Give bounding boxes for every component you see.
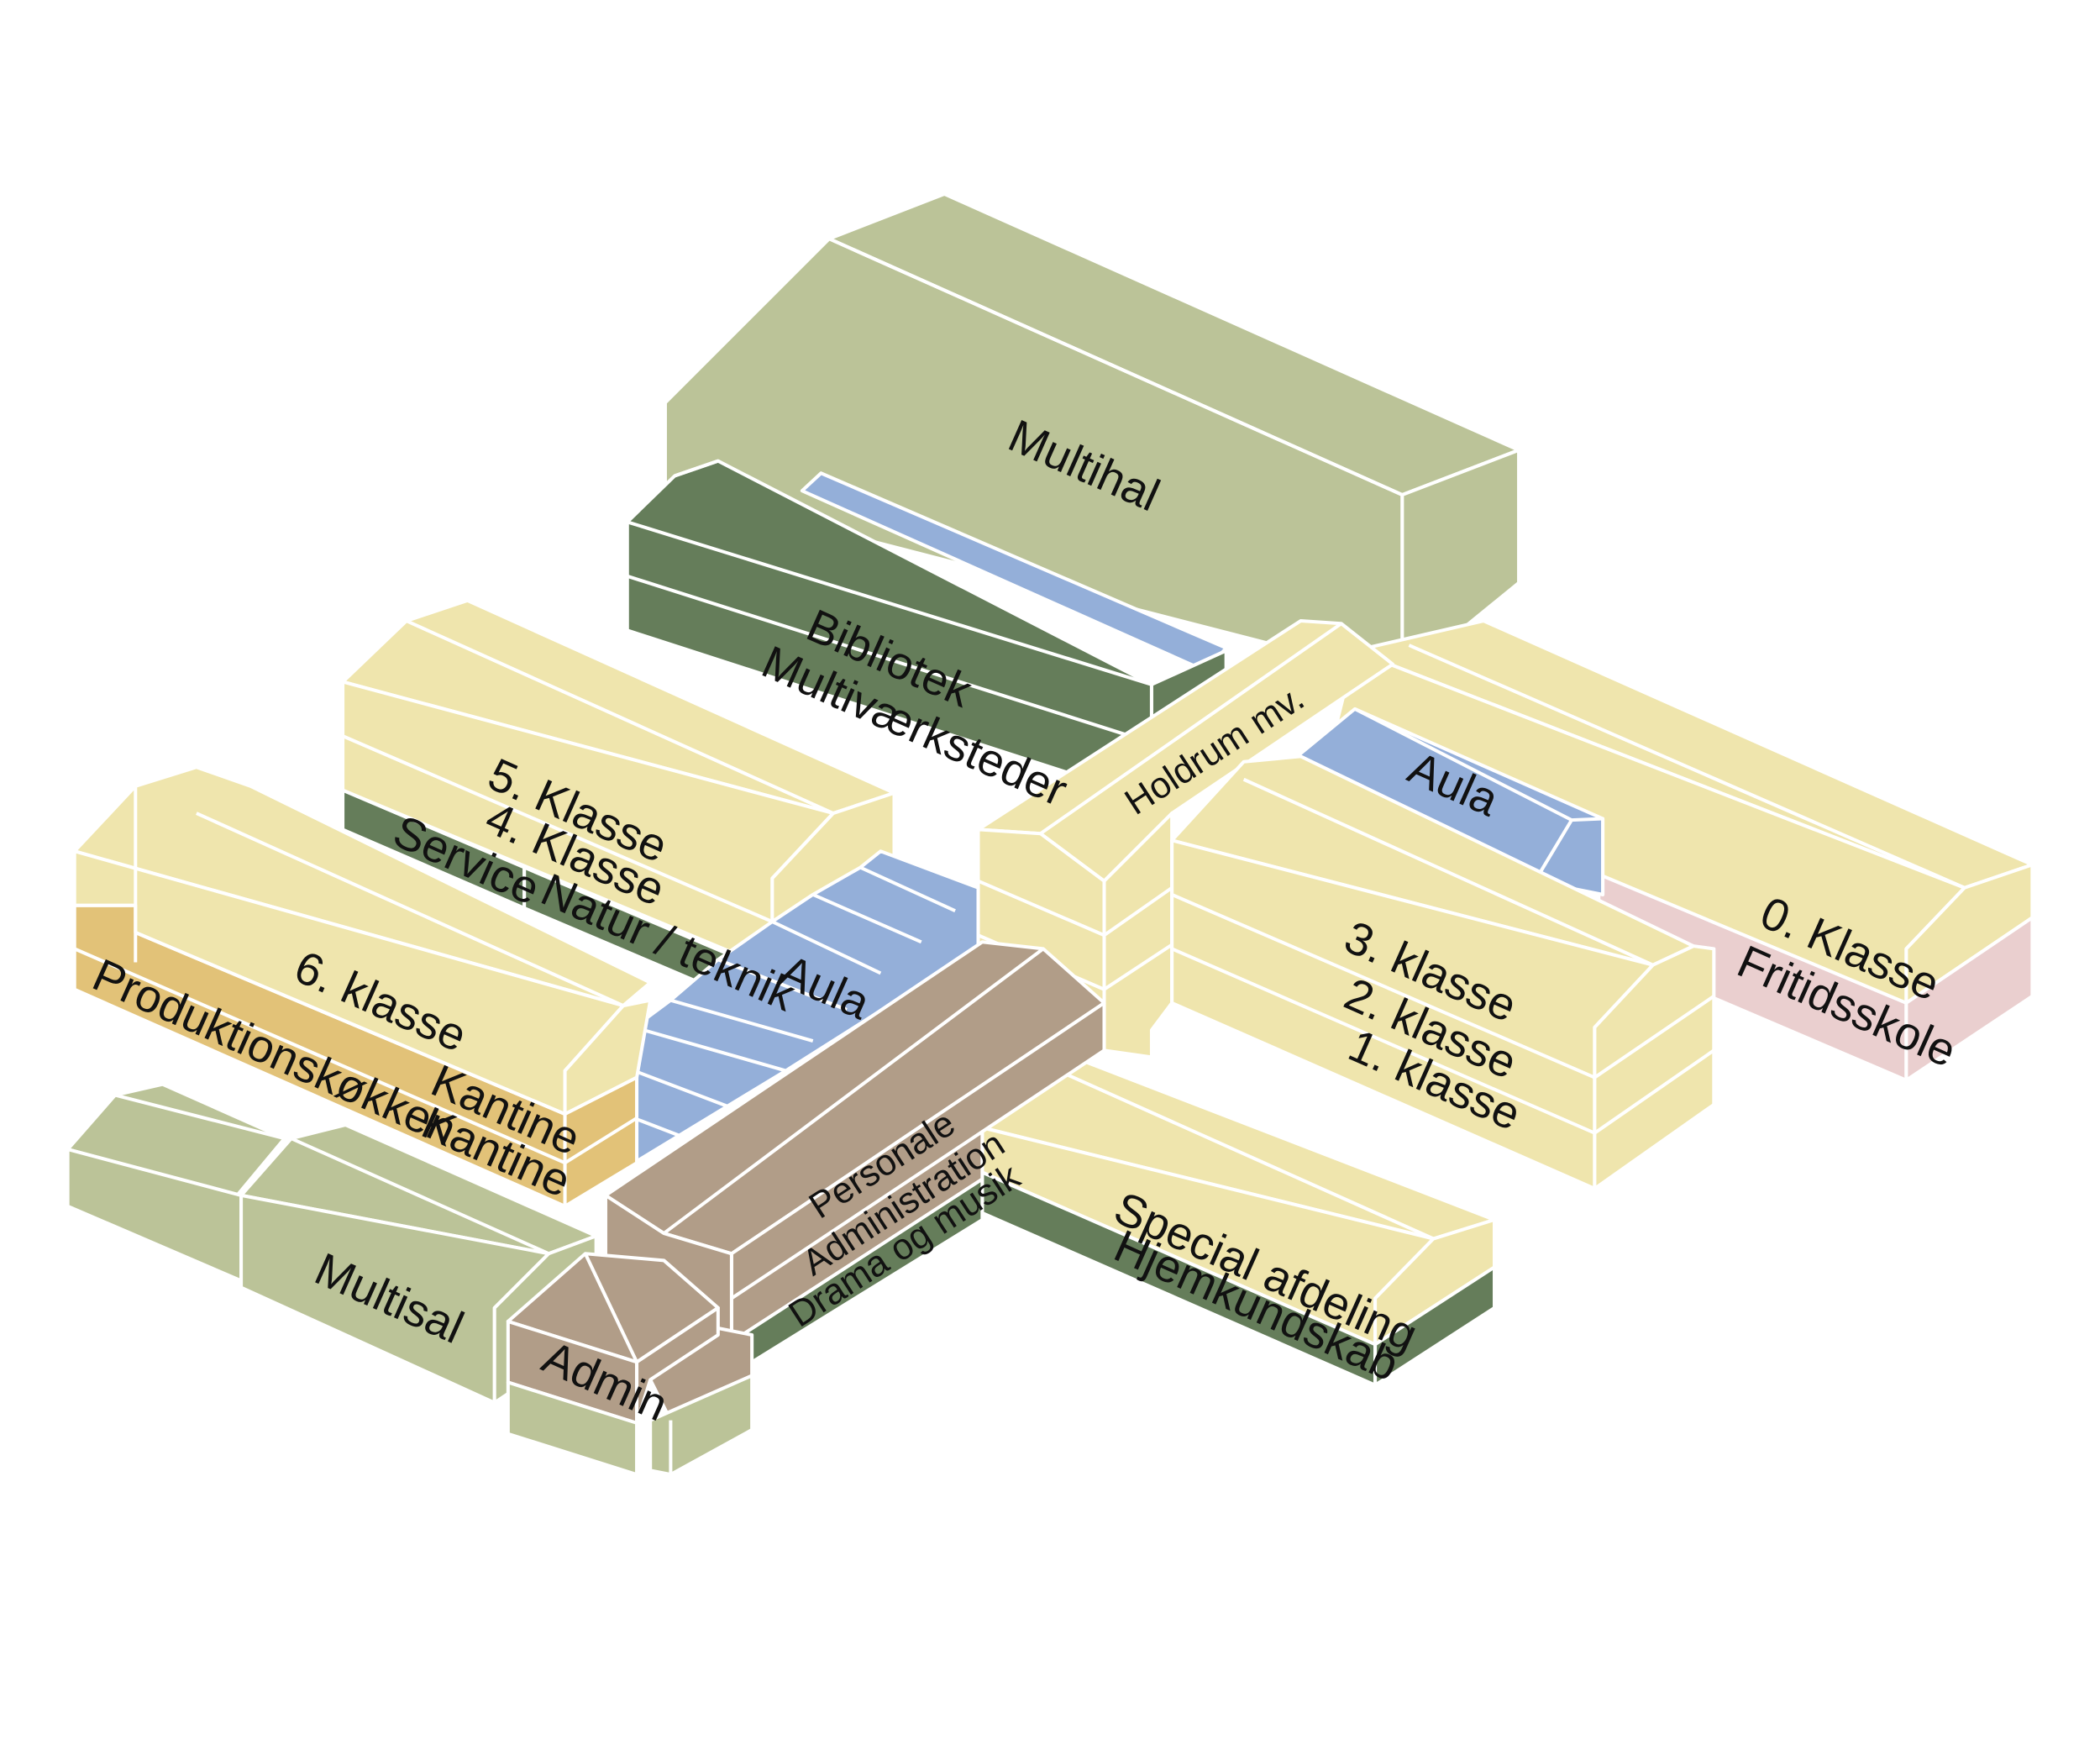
admin-side [635,1306,720,1425]
multihal-gable [1400,448,1521,680]
building-admin [506,1252,754,1477]
building-special-afdeling [980,1059,1497,1387]
klasse-0-gable [1904,863,2034,1005]
building-administration [603,940,1106,1371]
building-1-3-klasse [1170,754,1716,1190]
building-6-klasse [72,765,653,1208]
admin-annex-base [648,1374,754,1477]
building-multihal [663,192,1521,680]
bibliotek-blue-skylight [800,471,1228,673]
special-gable [1373,1217,1497,1347]
admin-base [506,1380,639,1477]
fritidsskole-gable [1904,916,2034,1082]
building-aula-right [1292,707,1605,896]
hjemkundskab-gable [1373,1265,1497,1387]
klasse-6-gable [563,998,653,1116]
